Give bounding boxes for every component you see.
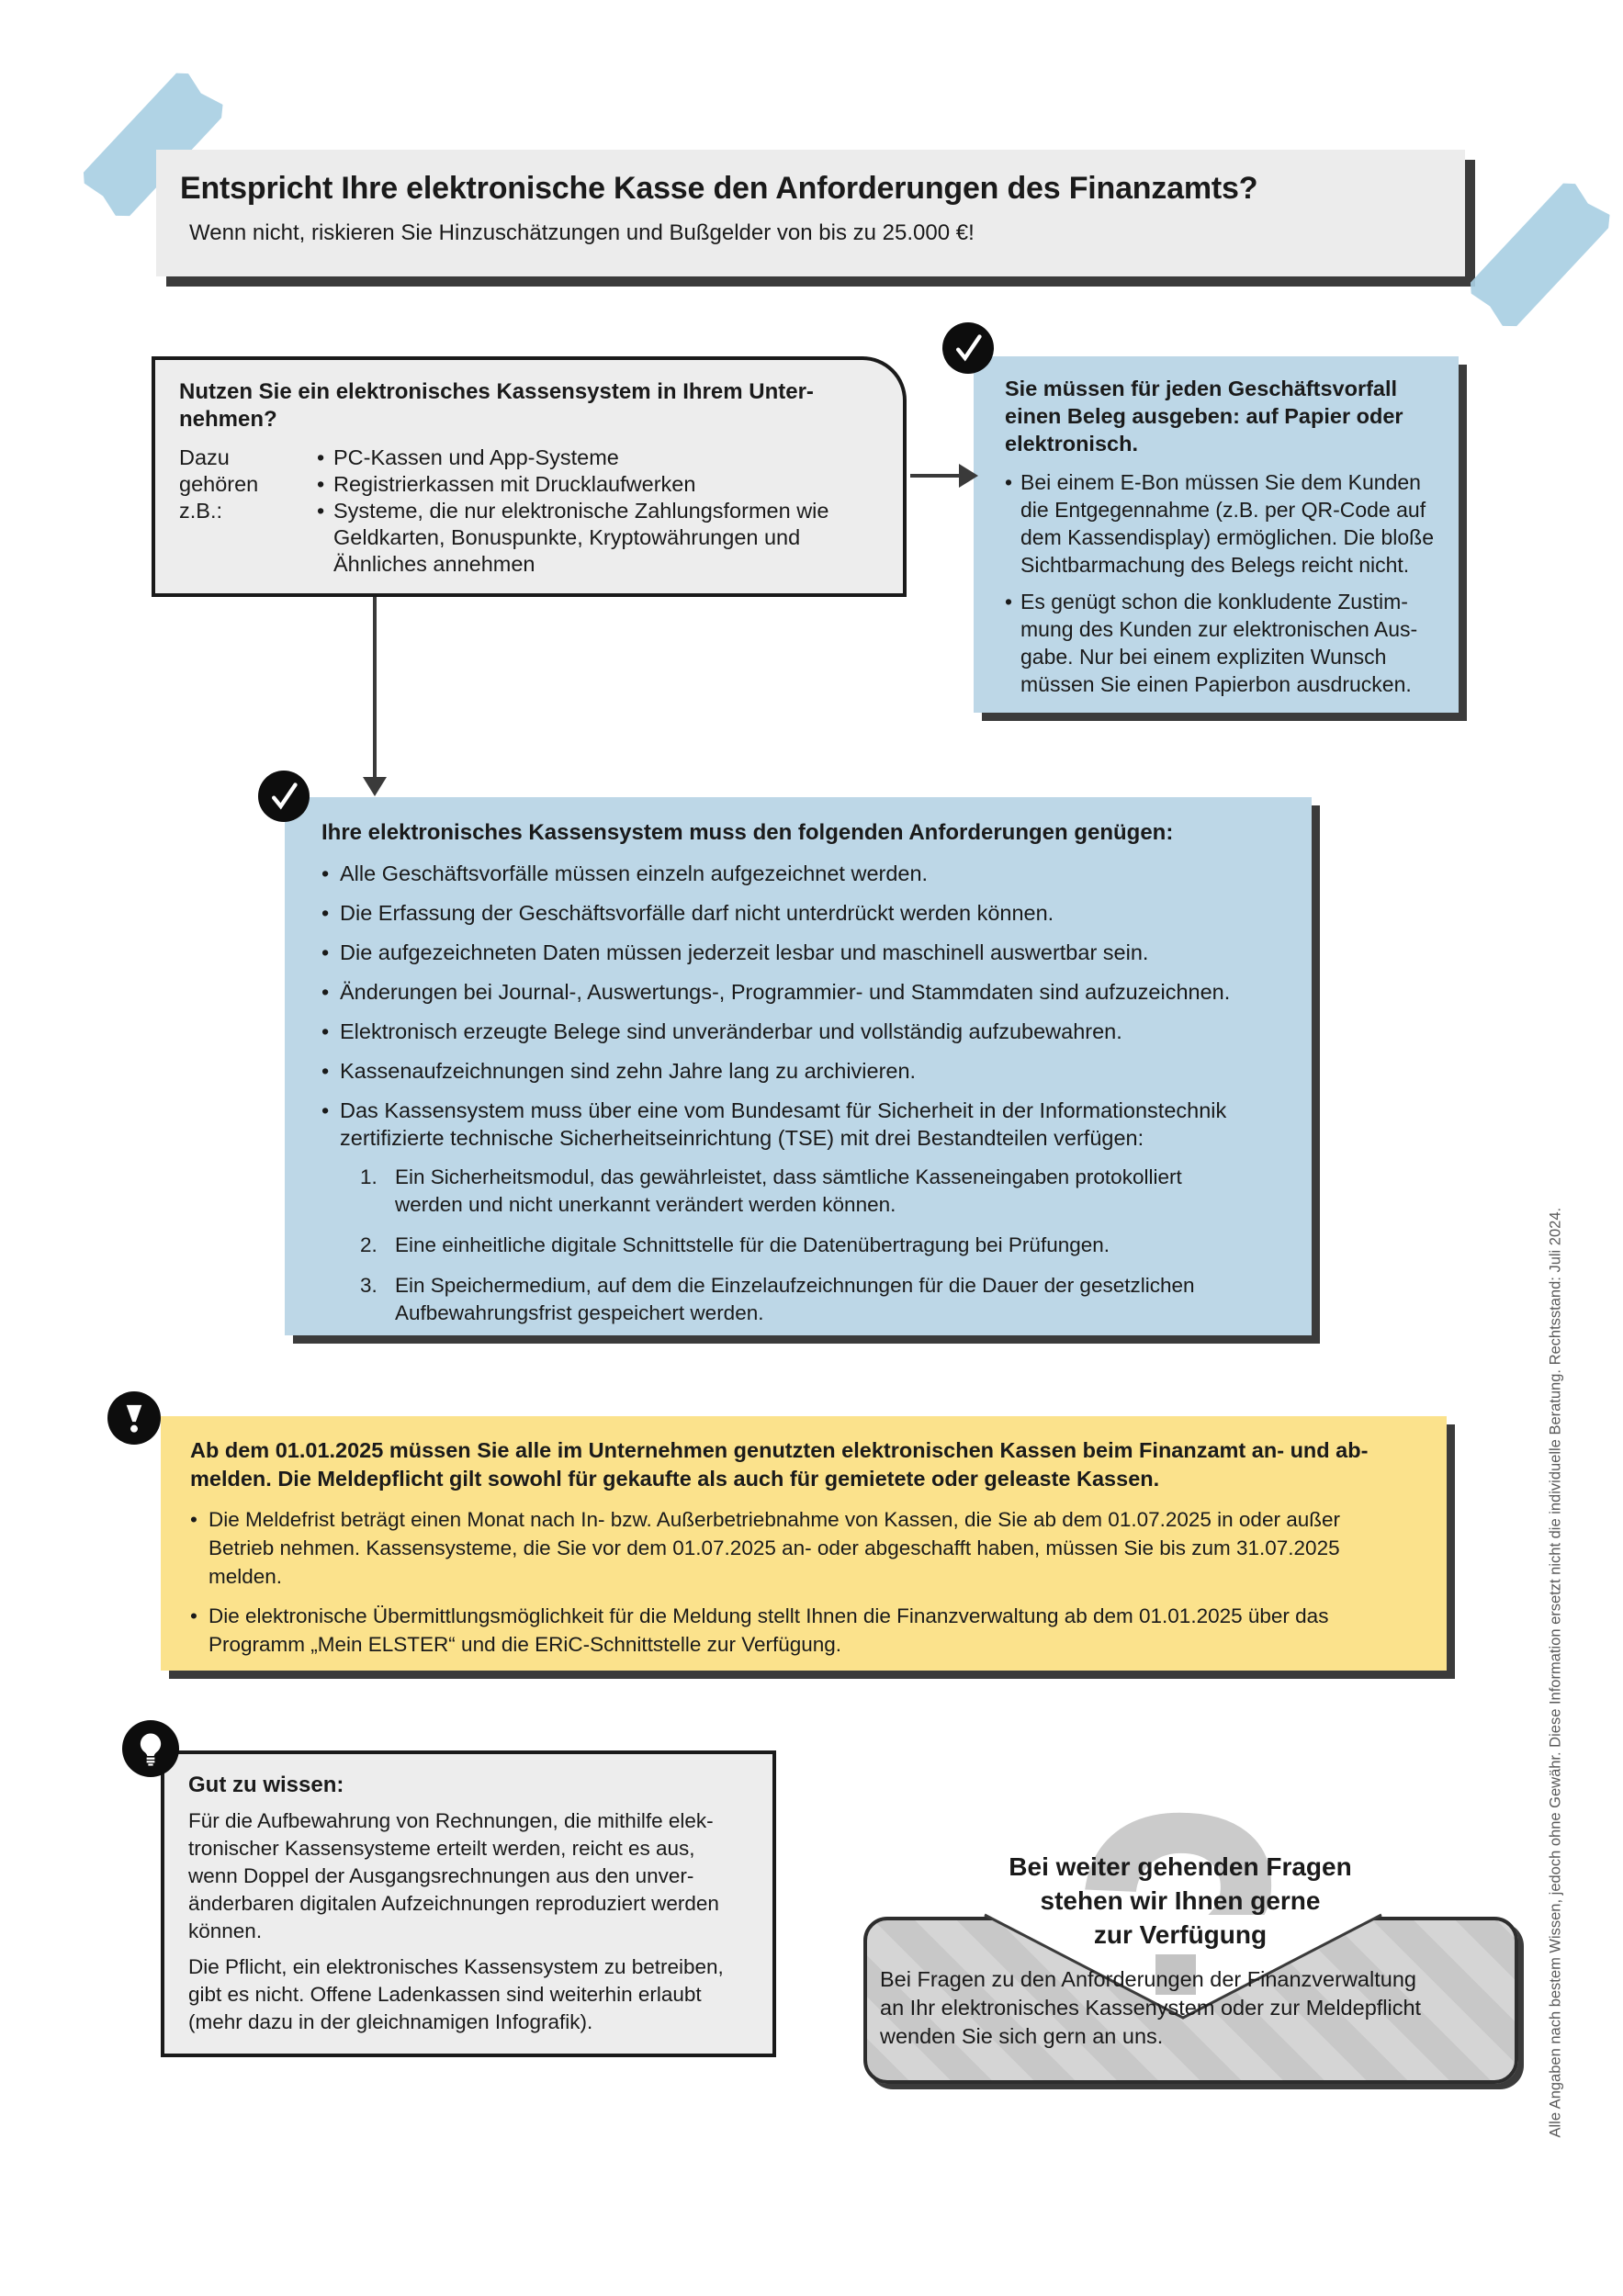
receipt-box-title: Sie müssen für jeden Geschäftsvorfall ei…: [1005, 377, 1403, 456]
disclaimer-vertical-text: Alle Angaben nach bestem Wissen, jedoch …: [1547, 1207, 1564, 2138]
list-item: •Registrierkassen mit Drucklaufwerken: [317, 472, 696, 496]
intro-box-list: •PC-Kassen und App-Systeme •Registrierkas…: [317, 445, 828, 578]
list-item: •Alle Geschäftsvorfälle müssen einzeln a…: [321, 861, 929, 885]
list-item: •Die elektronische Übermittlungsmöglichk…: [190, 1604, 1329, 1656]
flow-arrow-down-line: [373, 597, 377, 779]
tape-header-right-icon: [1463, 175, 1616, 334]
list-item: •Das Kassensystem muss über eine vom Bun…: [321, 1098, 1227, 1150]
check-icon: [942, 322, 994, 374]
flow-arrow-right-head: [959, 464, 978, 488]
requirements-box-title: Ihre elektronisches Kassensystem muss de…: [321, 820, 1174, 845]
list-item: •Elektronisch erzeugte Belege sind unver…: [321, 1019, 1122, 1043]
contact-text: Bei Fragen zu den Anforderungen der Fina…: [880, 1967, 1422, 2048]
registration-box-title: Ab dem 01.01.2025 müssen Sie alle im Unt…: [190, 1438, 1369, 1491]
flow-arrow-down-head: [363, 777, 387, 796]
list-item: •Kassenaufzeichnungen sind zehn Jahre la…: [321, 1059, 917, 1083]
tip-paragraph-2: Die Pflicht, ein elektronisches Kassensy…: [188, 1955, 724, 2033]
tip-box: Gut zu wissen: Für die Aufbewahrung von …: [161, 1750, 776, 2057]
list-item: 1.Ein Sicherheitsmodul, das gewährleiste…: [360, 1165, 1182, 1216]
intro-box: Nutzen Sie ein elektronisches Kassensyst…: [152, 356, 907, 597]
receipt-box: Sie müssen für jeden Geschäftsvorfall ei…: [974, 356, 1459, 713]
tse-components-list: 1.Ein Sicherheitsmodul, das gewährleiste…: [360, 1164, 1299, 1327]
lightbulb-icon: [122, 1720, 179, 1777]
registration-box-list: •Die Meldefrist beträgt einen Monat nach…: [190, 1505, 1436, 1659]
contact-heading: Bei weiter gehenden Fragen stehen wir Ih…: [1009, 1852, 1352, 1949]
header-card: [156, 150, 1465, 276]
exclamation-icon: [107, 1391, 161, 1445]
requirements-box: Ihre elektronisches Kassensystem muss de…: [285, 797, 1312, 1335]
list-item: 3.Ein Speichermedium, auf dem die Einzel…: [360, 1274, 1195, 1324]
check-icon: [258, 771, 310, 822]
list-item: •PC-Kassen und App-Systeme: [317, 445, 619, 469]
page-subtitle: Wenn nicht, riskieren Sie Hinzuschätzung…: [189, 220, 975, 245]
list-item: •Systeme, die nur elektronische Zahlungs…: [317, 499, 829, 576]
tip-box-title: Gut zu wissen:: [188, 1773, 344, 1797]
intro-box-title: Nutzen Sie ein elektronisches Kassensyst…: [179, 379, 814, 432]
list-item: •Bei einem E-Bon müssen Sie dem Kunden d…: [1005, 470, 1434, 577]
registration-box: Ab dem 01.01.2025 müssen Sie alle im Unt…: [161, 1416, 1447, 1671]
list-item: •Die Erfassung der Geschäftsvorfälle dar…: [321, 901, 1054, 925]
list-item: 2.Eine einheitliche digitale Schnittstel…: [360, 1233, 1110, 1256]
page-title: Entspricht Ihre elektronische Kasse den …: [180, 171, 1258, 206]
tip-paragraph-1: Für die Aufbewahrung von Rechnungen, die…: [188, 1809, 719, 1942]
list-item: •Änderungen bei Journal-, Auswertungs-, …: [321, 980, 1231, 1004]
flow-arrow-right-line: [910, 474, 963, 478]
list-item: •Die aufgezeichneten Daten müssen jederz…: [321, 940, 1149, 964]
question-mark-dot: [1155, 1954, 1196, 1995]
receipt-box-list: •Bei einem E-Bon müssen Sie dem Kunden d…: [1005, 468, 1442, 698]
list-item: •Die Meldefrist beträgt einen Monat nach…: [190, 1508, 1340, 1588]
intro-box-body: Dazu gehören z.B.: •PC-Kassen und App-Sy…: [179, 445, 879, 578]
requirements-box-list: •Alle Geschäftsvorfälle müssen einzeln a…: [321, 860, 1299, 1152]
intro-box-label: Dazu gehören z.B.:: [179, 445, 259, 523]
list-item: •Es genügt schon die konkludente Zustim-…: [1005, 590, 1418, 696]
